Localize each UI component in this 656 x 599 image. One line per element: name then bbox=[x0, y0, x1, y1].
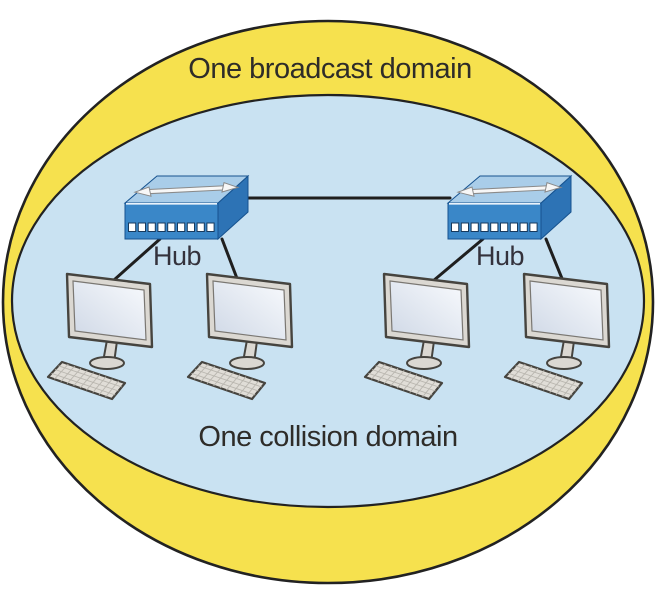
hub-label-right: Hub bbox=[476, 241, 524, 271]
cable-hub2-pc3 bbox=[431, 237, 485, 283]
collision-domain-label: One collision domain bbox=[198, 421, 457, 453]
cable-hub1-pc2 bbox=[220, 237, 240, 283]
cable-hub1-pc1 bbox=[112, 237, 162, 282]
cable-hub2-pc4 bbox=[544, 237, 565, 283]
broadcast-domain-label: One broadcast domain bbox=[188, 53, 471, 85]
hub-label-left: Hub bbox=[153, 241, 201, 271]
